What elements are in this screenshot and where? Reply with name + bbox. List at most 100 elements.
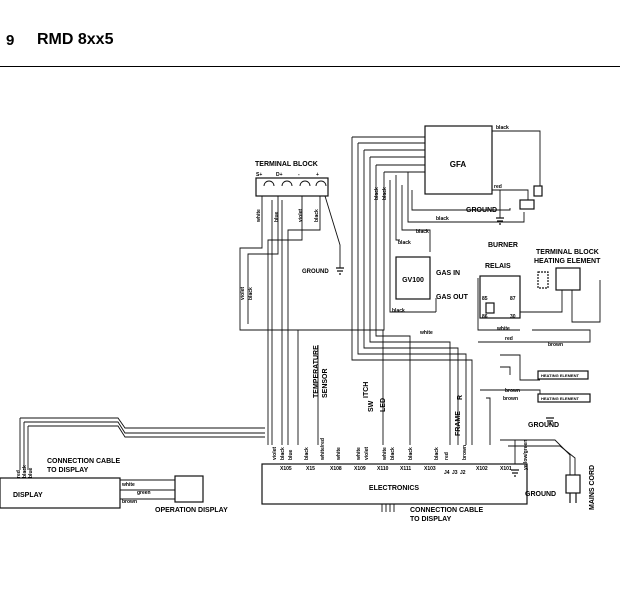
display-box: DISPLAY [0, 477, 121, 509]
frame-label: FRAME [455, 411, 462, 436]
wire-blue-2: blue [288, 450, 294, 460]
wire-black-2: black [436, 216, 449, 222]
wire-white-3: white [121, 482, 135, 488]
mains-cord-label: MAINS CORD [589, 465, 596, 510]
tb-heating-label-2: HEATING ELEMENT [534, 258, 601, 265]
display-label: DISPLAY [13, 492, 43, 499]
led-label: LED [380, 398, 387, 412]
vertical-wire-labels: white blue violet black violet black bla… [16, 187, 529, 478]
wire-green-1: green [137, 490, 151, 496]
ground-label-1: GROUND [302, 269, 329, 275]
conn-x101: X101 [500, 466, 512, 472]
wire-black-3: black [416, 229, 429, 235]
wire-black-9: black [280, 447, 286, 460]
conn-x15: X15 [306, 466, 315, 472]
ground-label-4: GROUND [525, 491, 556, 498]
wire-violet-tb: violet [298, 209, 304, 222]
relay-pin-86: 86 [482, 314, 488, 320]
temperature-label: TEMPERATURE [313, 345, 320, 398]
connection-cable-1-line1: CONNECTION CABLE [47, 458, 120, 465]
connection-cable-2-line1: CONNECTION CABLE [410, 507, 483, 514]
wire-brown-1: brown [548, 342, 563, 348]
connection-cable-1-line2: TO DISPLAY [47, 467, 89, 474]
ground-label-2: GROUND [466, 207, 497, 214]
wire-brown-5: brown [462, 445, 468, 460]
relais: RELAIS 85 86 87 30 [479, 263, 521, 320]
conn-j2: J2 [460, 470, 466, 476]
gfa-box: GFA [424, 125, 493, 195]
conn-j3: J3 [452, 470, 458, 476]
wire-yellow-green: yellow/green [523, 440, 529, 470]
conn-x103: X103 [424, 466, 436, 472]
pin-d-plus: D+ [276, 172, 283, 178]
relais-label: RELAIS [485, 263, 511, 270]
page-number: 9 [6, 32, 15, 49]
relay-pin-87: 87 [510, 296, 516, 302]
wire-white-4: white [336, 447, 342, 461]
wire-brown-2: brown [505, 388, 520, 394]
conn-x109: X109 [354, 466, 366, 472]
wire-black-tb: black [314, 209, 320, 222]
electronics-label: ELECTRONICS [369, 485, 420, 492]
pin-s-plus: S+ [256, 172, 262, 178]
pin-plus: + [316, 172, 319, 178]
wire-black-8: black [382, 187, 388, 200]
wire-black-disp: black [22, 465, 28, 478]
gas-out-label: GAS OUT [436, 294, 469, 301]
wire-white-1: white [419, 330, 433, 336]
wire-red-1: red [494, 184, 502, 190]
wire-red-3: red [444, 452, 450, 460]
wire-black-12: black [408, 447, 414, 460]
wire-violet-2: violet [240, 287, 246, 300]
wire-white-5: white [356, 447, 362, 461]
wire-white-6: white [382, 447, 388, 461]
wire-white-red: white/red [320, 438, 326, 461]
electronics-board: ELECTRONICS X105 X15 X108 X109 X110 X111… [261, 463, 528, 505]
relay-pin-85: 85 [482, 296, 488, 302]
wire-black-11: black [390, 447, 396, 460]
wire-white-2: white [496, 326, 510, 332]
operation-display-label: OPERATION DISPLAY [155, 507, 228, 514]
tb-heating-label-1: TERMINAL BLOCK [536, 249, 599, 256]
wire-black-1: black [496, 125, 509, 131]
page-title: RMD 8xx5 [37, 31, 114, 48]
heating-element-1-label: HEATING ELEMENT [541, 373, 579, 378]
gfa-label: GFA [450, 160, 467, 169]
switch-label: ITCH [363, 382, 370, 398]
gv100-valve: GV100 GAS IN GAS OUT [395, 256, 469, 301]
wire-brown-4: brown [122, 499, 137, 505]
wire-color-labels: black red black black black black white … [121, 125, 563, 505]
wire-red-2: red [505, 336, 513, 342]
terminal-block-heating-element: TERMINAL BLOCK HEATING ELEMENT [534, 249, 601, 291]
wire-red-disp: red [16, 470, 22, 478]
terminal-block: TERMINAL BLOCK S+ D+ - + [255, 161, 329, 197]
pin-minus: - [298, 172, 300, 178]
operation-display-connector: OPERATION DISPLAY [155, 475, 228, 514]
terminal-block-label: TERMINAL BLOCK [255, 161, 318, 168]
gv100-label: GV100 [402, 277, 424, 284]
conn-x110: X110 [377, 466, 389, 472]
ground-symbols [336, 217, 554, 477]
sw-label: SW [368, 400, 375, 412]
wire-brown-3: brown [503, 396, 518, 402]
relay-pin-30: 30 [510, 314, 516, 320]
wire-black-13: black [434, 447, 440, 460]
wire-black-6: black [248, 287, 254, 300]
heating-element-2: HEATING ELEMENT [537, 393, 591, 403]
sensor-label: SENSOR [322, 368, 329, 398]
conn-x102: X102 [476, 466, 488, 472]
conn-j4: J4 [444, 470, 450, 476]
wire-black-5: black [392, 308, 405, 314]
conn-x105: X105 [280, 466, 292, 472]
gas-in-label: GAS IN [436, 270, 460, 277]
wire-violet-4: violet [364, 447, 370, 460]
conn-x111: X111 [400, 466, 411, 472]
heating-element-1: HEATING ELEMENT [537, 370, 589, 380]
wire-blue-disp: blue [28, 468, 34, 478]
wire-white-tb: white [256, 209, 262, 223]
connection-cable-2-line2: TO DISPLAY [410, 516, 452, 523]
wire-black-10: black [304, 447, 310, 460]
heating-element-2-label: HEATING ELEMENT [541, 396, 579, 401]
wire-blue-tb: blue [274, 212, 280, 222]
